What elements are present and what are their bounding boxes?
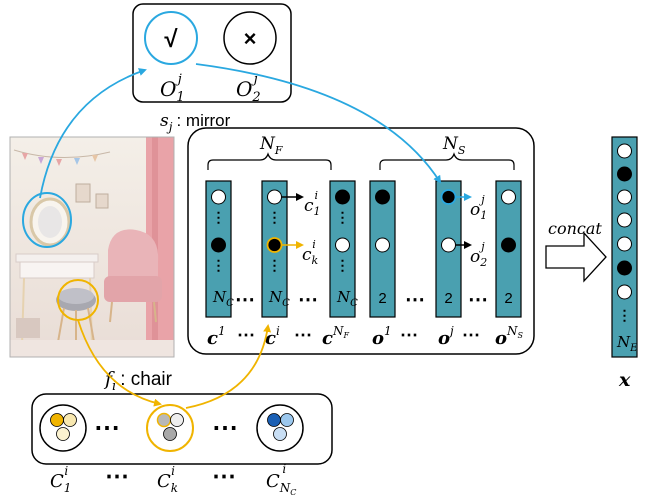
svg-text:⋮: ⋮	[212, 209, 226, 225]
svg-text:NC: NC	[268, 288, 290, 309]
column-ci: ⋮ ⋮ NC	[261, 180, 290, 318]
c1-side-label: c1i	[304, 189, 321, 218]
svg-text:⋯: ⋯	[235, 287, 255, 311]
cluster-k	[146, 404, 194, 452]
chair-to-cluster-arrow	[77, 319, 162, 407]
caption-ellipsis: ⋯	[462, 325, 480, 345]
label-ellipsis: ⋯	[105, 463, 129, 490]
cross-option-circle	[223, 11, 277, 65]
label-ellipsis: ⋯	[212, 463, 236, 490]
caption-oj: oj	[438, 324, 454, 349]
ns-label: NS	[442, 134, 466, 157]
cluster-ellipsis: ⋯	[94, 412, 120, 442]
svg-text:⋮: ⋮	[336, 209, 350, 225]
result-label: x	[618, 369, 631, 391]
svg-text:⋯: ⋯	[298, 287, 318, 311]
svg-text:NC: NC	[212, 288, 234, 309]
caption-ellipsis: ⋯	[400, 325, 418, 345]
cluster-1	[39, 404, 87, 452]
caption-o1: o1	[372, 324, 392, 349]
column-ellipses: ⋯ ⋯ ⋯ ⋯	[235, 287, 488, 311]
badge-two: 2	[444, 290, 452, 307]
cluster-to-ci-arrow	[185, 324, 272, 409]
ns-brace	[379, 152, 515, 170]
cross-symbol: ×	[244, 26, 257, 51]
option-1-label: O1j	[160, 72, 185, 105]
badge-two: 2	[378, 290, 386, 307]
column-ons: 2	[495, 180, 522, 318]
column-c1: ⋮ ⋮ NC	[205, 180, 234, 318]
caption-ellipsis: ⋯	[294, 325, 312, 345]
caption-ci: ci	[265, 324, 280, 349]
room-image	[9, 136, 175, 358]
column-oj: 2	[435, 180, 462, 318]
svg-text:⋮: ⋮	[336, 257, 350, 273]
cluster-label-nc: CNCi	[266, 462, 296, 497]
nf-label: NF	[259, 134, 283, 157]
svg-text:⋯: ⋯	[468, 287, 488, 311]
ck-side-label: cki	[302, 238, 319, 267]
o2-side-label: o2j	[470, 240, 487, 269]
mirror-highlight	[22, 192, 72, 248]
nf-brace	[207, 152, 332, 170]
cluster-label-1: C1i	[50, 464, 71, 495]
cluster-ellipsis: ⋯	[212, 412, 238, 442]
column-cnf: ⋮ ⋮ NC	[329, 180, 358, 318]
badge-two: 2	[504, 290, 512, 307]
mirror-label: sj: mirror	[160, 111, 231, 134]
cluster-box: ⋯ ⋯	[31, 393, 333, 465]
svg-text:⋯: ⋯	[405, 287, 425, 311]
option-to-oj-arrow	[195, 63, 442, 184]
caption-ellipsis: ⋯	[237, 325, 255, 345]
o1-side-label: o1j	[470, 193, 487, 222]
option-2-label: O2j	[236, 72, 261, 105]
svg-text:NE: NE	[616, 333, 638, 354]
caption-cnf: cNF	[322, 324, 349, 349]
mirror-to-option-arrow	[39, 68, 147, 199]
check-symbol: √	[164, 26, 178, 53]
svg-text:⋮: ⋮	[212, 257, 226, 273]
svg-text:NC: NC	[336, 288, 358, 309]
result-vector: ⋮ NE	[611, 136, 638, 358]
cluster-nc	[256, 404, 304, 452]
svg-text:⋮: ⋮	[618, 307, 632, 323]
cluster-label-k: Cki	[157, 464, 178, 495]
caption-c1: c1	[207, 324, 226, 349]
svg-text:⋮: ⋮	[268, 257, 282, 273]
svg-text:⋮: ⋮	[268, 209, 282, 225]
check-option-circle	[144, 11, 198, 65]
concat-arrow	[545, 231, 607, 283]
option-box: √ × O1j O2j	[132, 3, 292, 105]
caption-ons: oNS	[495, 324, 524, 349]
column-captions: c1 ⋯ ci ⋯ cNF o1 ⋯ oj ⋯ oNS	[207, 324, 524, 349]
column-o1: 2	[369, 180, 396, 318]
concat-label: concat	[548, 219, 602, 238]
